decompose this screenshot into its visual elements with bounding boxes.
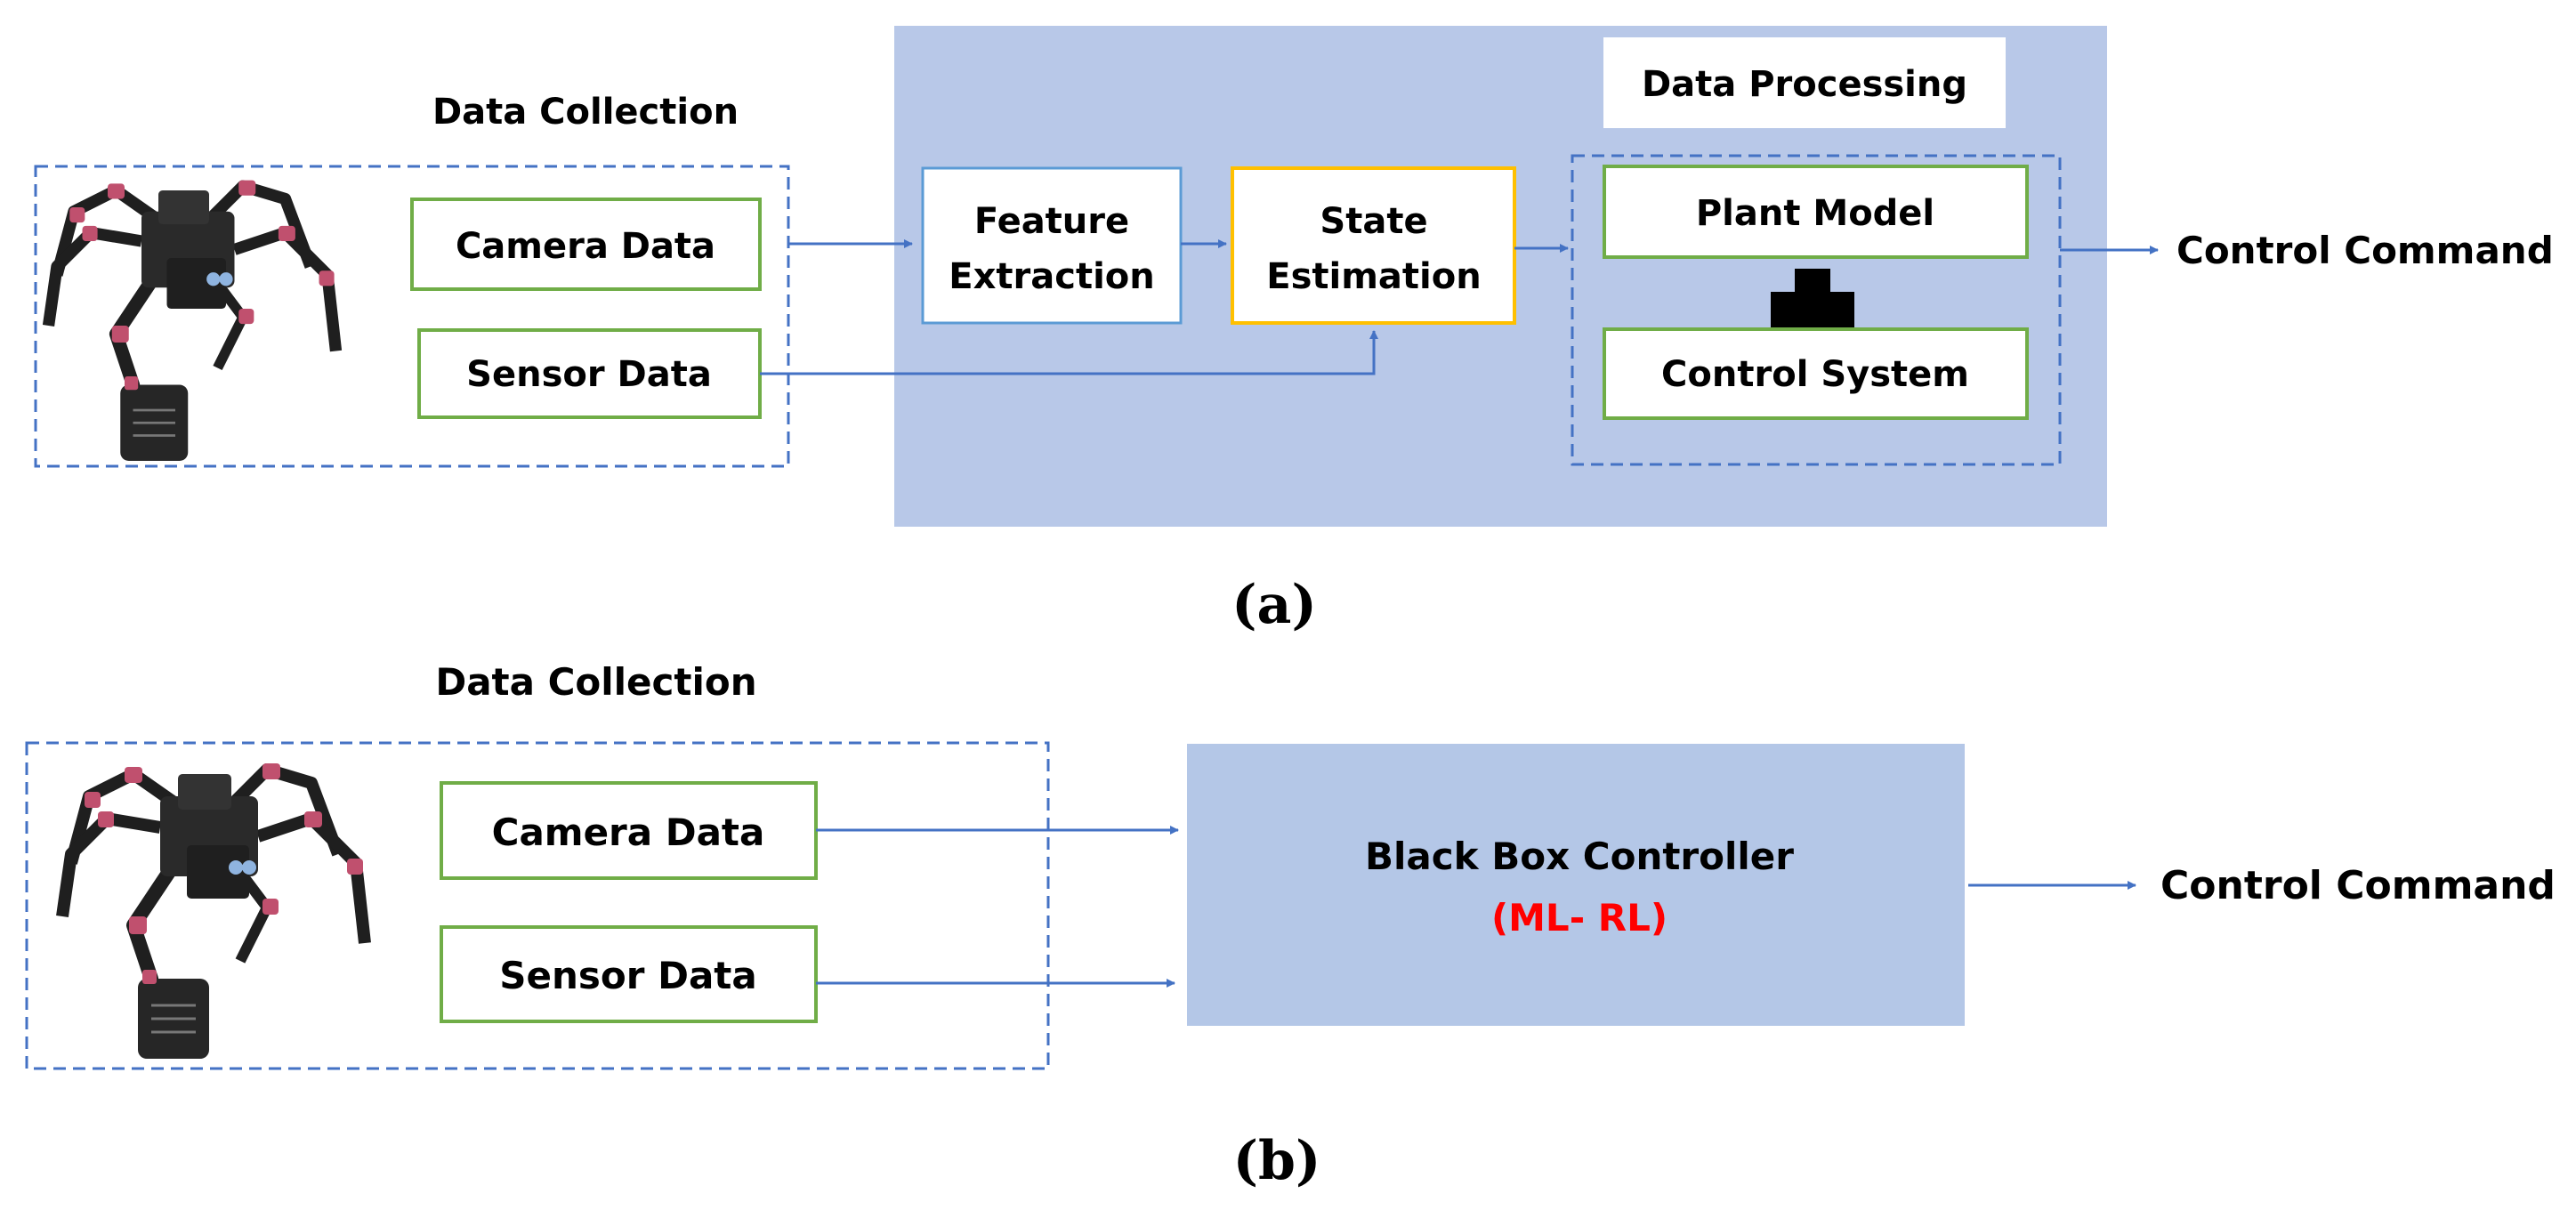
robot-image-b [62,763,365,1059]
camera-data-box-b [440,781,818,880]
panel-b: Data Collection Camera Data Sensor Data … [25,660,2556,1192]
control-command-label-a: Control Command [2176,229,2554,272]
feature-extraction-line1: Feature [974,201,1129,242]
control-system-label: Control System [1661,354,1969,395]
plus-icon [1771,269,1854,351]
feature-extraction-line2: Extraction [949,256,1154,297]
controller-sublabel: (ML- RL) [1491,896,1668,940]
data-processing-group [1571,154,2062,466]
control-system-box [1603,327,2029,420]
state-estimation-line2: Estimation [1266,256,1481,297]
sensor-data-label-a: Sensor Data [466,354,712,395]
sensor-data-label-b: Sensor Data [499,954,756,997]
data-collection-group-a [34,165,790,468]
controller-label: Black Box Controller [1365,835,1794,878]
state-estimation-box [1231,166,1516,325]
camera-data-label-a: Camera Data [456,226,715,267]
caption-b: (b) [1233,1130,1321,1192]
plant-model-label: Plant Model [1696,193,1934,234]
state-estimation-line1: State [1320,201,1427,242]
caption-a: (a) [1231,574,1317,636]
data-collection-title-b: Data Collection [435,660,756,704]
data-collection-group-b [25,741,1050,1070]
camera-data-box-a [410,198,762,291]
data-processing-title: Data Processing [1642,64,1967,105]
data-collection-title-a: Data Collection [432,92,739,133]
robot-image-a [49,181,336,461]
black-box-controller [1187,744,1965,1026]
feature-extraction-box [921,166,1183,325]
data-processing-title-box [1603,37,2006,128]
plant-model-box [1603,165,2029,259]
sensor-data-box-a [417,328,762,419]
control-command-label-b: Control Command [2160,863,2556,908]
arrow-sensor-to-state [760,330,1378,375]
sensor-data-box-b [440,925,818,1023]
panel-a: Data Collection Camera Data Sensor Data … [34,26,2554,636]
camera-data-label-b: Camera Data [492,811,765,854]
